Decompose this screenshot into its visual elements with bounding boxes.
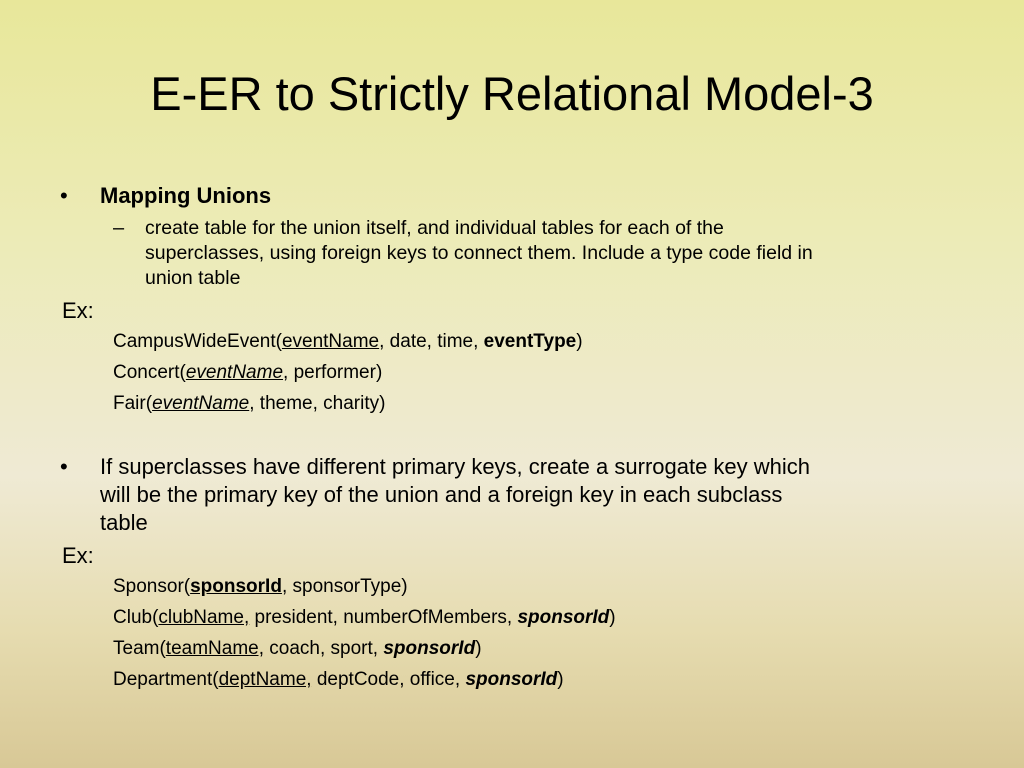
schema-attributes: coach, sport, xyxy=(264,638,384,659)
bullet-glyph: • xyxy=(60,454,68,479)
schema-club: Club(clubName, president, numberOfMember… xyxy=(113,606,616,630)
section2-line-1: If superclasses have different primary k… xyxy=(100,454,811,479)
schema-close: ) xyxy=(557,669,564,690)
schema-name: Sponsor( xyxy=(113,576,191,597)
surrogate-key: sponsorId xyxy=(190,576,282,597)
schema-name: Club( xyxy=(113,607,159,628)
schema-close: ) xyxy=(475,638,482,659)
schema-close: ) xyxy=(576,331,583,352)
primary-key: deptName, xyxy=(218,669,312,690)
schema-name: Fair( xyxy=(113,393,153,414)
section1-ex-label: Ex: xyxy=(62,298,94,323)
schema-campus-wide-event: CampusWideEvent(eventName, date, time, e… xyxy=(113,330,583,354)
schema-attributes: president, numberOfMembers, xyxy=(249,607,518,628)
section2-line-3: table xyxy=(100,510,148,535)
schema-department: Department(deptName, deptCode, office, s… xyxy=(113,668,564,692)
primary-foreign-key: eventName xyxy=(185,362,284,383)
foreign-key: sponsorId xyxy=(517,607,610,628)
primary-foreign-key: eventName xyxy=(152,393,250,414)
schema-attributes: deptCode, office, xyxy=(311,669,466,690)
primary-key: clubName, xyxy=(158,607,250,628)
section1-sub-line-1: create table for the union itself, and i… xyxy=(145,217,724,239)
primary-key: eventName xyxy=(281,331,380,352)
foreign-key: sponsorId xyxy=(383,638,476,659)
section1-heading: Mapping Unions xyxy=(100,183,272,208)
schema-name: Concert( xyxy=(113,362,186,383)
schema-sponsor: Sponsor(sponsorId, sponsorType) xyxy=(113,575,408,599)
type-code-field: eventType xyxy=(483,331,577,352)
section1-sub-line-3: union table xyxy=(145,267,241,289)
schema-attributes: , performer) xyxy=(283,362,383,383)
schema-attributes: , sponsorType) xyxy=(281,576,408,597)
schema-concert: Concert(eventName, performer) xyxy=(113,361,382,385)
section2-line-2: will be the primary key of the union and… xyxy=(100,482,783,507)
schema-name: Team( xyxy=(113,638,166,659)
schema-name: Department( xyxy=(113,669,219,690)
foreign-key: sponsorId xyxy=(465,669,558,690)
dash-glyph: – xyxy=(113,217,125,239)
section2-ex-label: Ex: xyxy=(62,543,94,568)
schema-attributes: , date, time, xyxy=(379,331,484,352)
bullet-glyph: • xyxy=(60,183,68,208)
section1-sub-line-2: superclasses, using foreign keys to conn… xyxy=(145,242,813,264)
slide-title: E-ER to Strictly Relational Model-3 xyxy=(150,67,874,120)
schema-team: Team(teamName, coach, sport, sponsorId) xyxy=(113,637,482,661)
primary-key: teamName, xyxy=(165,638,264,659)
schema-attributes: , theme, charity) xyxy=(249,393,386,414)
schema-fair: Fair(eventName, theme, charity) xyxy=(113,392,385,416)
schema-close: ) xyxy=(609,607,616,628)
schema-name: CampusWideEvent( xyxy=(113,331,282,352)
